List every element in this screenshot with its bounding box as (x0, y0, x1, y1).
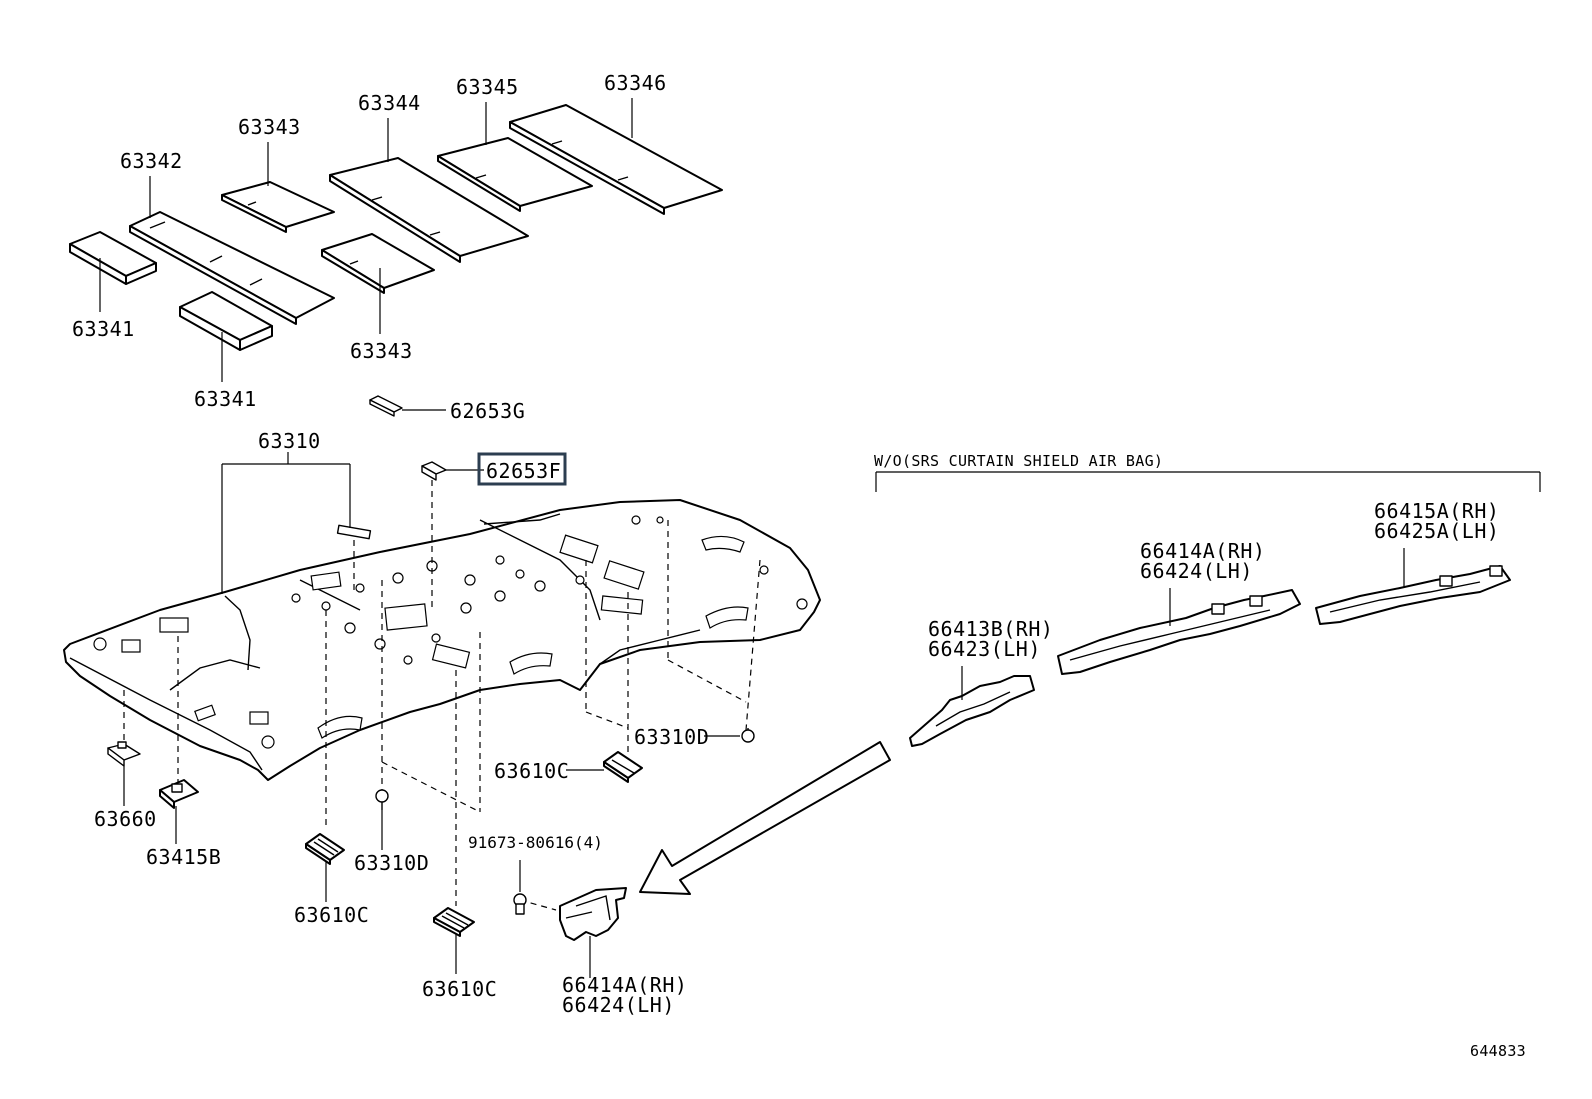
clip-63310D-a[interactable] (375, 789, 389, 810)
clip-63610C-a[interactable] (305, 833, 345, 865)
label-66414A-top: 66414A(RH) (1140, 539, 1265, 563)
pad-63341-b[interactable] (179, 291, 273, 351)
diagram-id: 644833 (1470, 1042, 1526, 1060)
clip-63610C-c[interactable] (603, 751, 643, 783)
label-63310: 63310 (258, 429, 321, 453)
label-62653G: 62653G (450, 399, 525, 423)
label-63310D-a: 63310D (354, 851, 429, 875)
spacer-62653G[interactable] (369, 395, 403, 417)
highlight-62653F (477, 452, 567, 486)
label-63343-a: 63343 (238, 115, 301, 139)
label-63310D-b: 63310D (634, 725, 709, 749)
pad-63342[interactable] (129, 211, 335, 325)
bracket-66413B[interactable] (909, 675, 1035, 747)
label-63610C-c: 63610C (494, 759, 569, 783)
label-63343-b: 63343 (350, 339, 413, 363)
label-62653F[interactable]: 62653F (486, 459, 561, 483)
screw-91673[interactable] (513, 893, 527, 915)
bracket-66414A-bottom[interactable] (559, 887, 627, 941)
label-66424-top: 66424(LH) (1140, 559, 1253, 583)
label-66424-bottom: 66424(LH) (562, 993, 675, 1017)
label-63341-a: 63341 (72, 317, 135, 341)
pad-63346[interactable] (509, 104, 723, 215)
clip-63610C-b[interactable] (433, 907, 475, 937)
label-66415A: 66415A(RH) (1374, 499, 1499, 523)
label-63610C-b: 63610C (422, 977, 497, 1001)
pad-63344[interactable] (329, 157, 529, 263)
hook-63415B[interactable] (159, 779, 199, 809)
bracket-66415A[interactable] (1315, 565, 1511, 625)
pad-63341-a[interactable] (69, 231, 157, 285)
pad-63343-b[interactable] (321, 233, 435, 294)
bracket-66414A-top[interactable] (1057, 589, 1301, 675)
label-63345: 63345 (456, 75, 519, 99)
label-63415B: 63415B (146, 845, 221, 869)
direction-arrow (639, 741, 891, 895)
spacer-62653F[interactable] (421, 461, 447, 481)
label-66414A-bottom: 66414A(RH) (562, 973, 687, 997)
label-63660: 63660 (94, 807, 157, 831)
label-66413B: 66413B(RH) (928, 617, 1053, 641)
label-66423: 66423(LH) (928, 637, 1041, 661)
headliner-63310[interactable] (63, 499, 821, 781)
label-63342: 63342 (120, 149, 183, 173)
label-66425A: 66425A(LH) (1374, 519, 1499, 543)
group-note: W/O(SRS CURTAIN SHIELD AIR BAG) (874, 452, 1163, 470)
label-63341-b: 63341 (194, 387, 257, 411)
label-91673: 91673-80616(4) (468, 833, 603, 852)
label-63610C-a: 63610C (294, 903, 369, 927)
pad-63343-a[interactable] (221, 181, 335, 233)
clip-63310D-b[interactable] (741, 728, 755, 743)
pad-63345[interactable] (437, 137, 593, 212)
label-63344: 63344 (358, 91, 421, 115)
label-63346: 63346 (604, 71, 667, 95)
clip-63660[interactable] (107, 741, 141, 767)
